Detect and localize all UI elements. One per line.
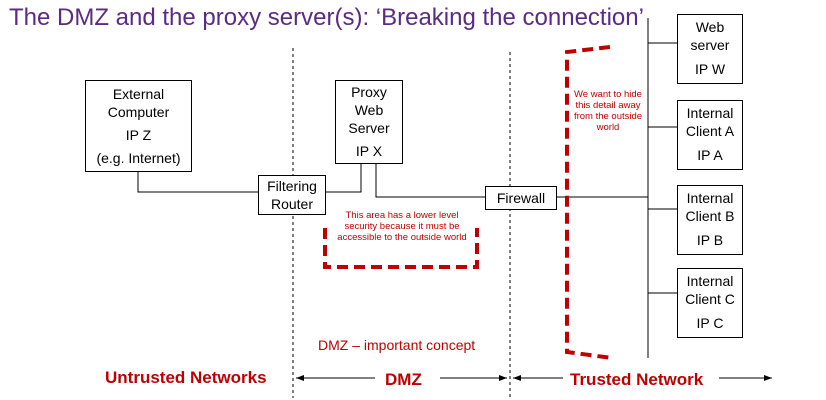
node-label: Router — [270, 196, 314, 212]
trusted-arrowhead-left — [513, 375, 521, 381]
internal-client-b-node: Internal Client B IP B — [677, 185, 743, 255]
dmz-zone-label: DMZ — [385, 370, 422, 389]
node-label: Client A — [685, 123, 735, 139]
dmz-arrowhead-right — [499, 375, 507, 381]
node-label: Client C — [685, 291, 735, 307]
node-ip: IP W — [694, 61, 726, 77]
dmz-arrowhead-left — [296, 375, 304, 381]
dmz-security-note: This area has a lower level security bec… — [337, 210, 467, 243]
node-label: Proxy — [351, 84, 387, 100]
node-label: Firewall — [496, 190, 546, 206]
web-server-node: Web server IP W — [677, 14, 743, 84]
link-router-proxy — [326, 164, 362, 193]
dmz-note-bracket — [323, 228, 479, 269]
node-label: Server — [348, 120, 390, 136]
page-title: The DMZ and the proxy server(s): ‘Breaki… — [9, 4, 644, 31]
internal-client-a-node: Internal Client A IP A — [677, 100, 743, 170]
trusted-arrowhead-right — [764, 375, 772, 381]
node-label: Computer — [107, 104, 170, 120]
node-label: External — [112, 86, 165, 102]
node-ip: IP X — [355, 143, 383, 159]
node-label: server — [690, 37, 730, 53]
node-label: Internal — [686, 105, 734, 121]
hide-detail-note: We want to hide this detail away from th… — [573, 89, 643, 133]
hide-note-bracket — [565, 45, 613, 360]
trusted-network-label: Trusted Network — [570, 370, 704, 389]
node-label: Web — [354, 102, 384, 118]
node-label: Internal — [686, 190, 734, 206]
internal-client-c-node: Internal Client C IP C — [677, 268, 743, 338]
node-label: Client B — [685, 208, 735, 224]
node-label: Internal — [686, 273, 734, 289]
node-ip: IP A — [697, 147, 723, 163]
untrusted-networks-label: Untrusted Networks — [105, 368, 267, 387]
node-ip: IP B — [696, 232, 724, 248]
proxy-web-server-node: Proxy Web Server IP X — [335, 80, 403, 164]
filtering-router-node: Filtering Router — [258, 175, 326, 215]
link-external-router — [137, 172, 258, 193]
dmz-concept-label: DMZ – important concept — [318, 337, 476, 353]
node-ip: IP C — [696, 315, 724, 331]
external-computer-node: External Computer IP Z (e.g. Internet) — [85, 80, 192, 172]
node-label: Web — [695, 19, 725, 35]
node-ip: IP Z — [125, 127, 152, 143]
node-label: Filtering — [267, 178, 317, 194]
node-label: (e.g. Internet) — [96, 150, 181, 166]
firewall-node: Firewall — [485, 186, 557, 210]
link-proxy-firewall — [375, 164, 485, 198]
